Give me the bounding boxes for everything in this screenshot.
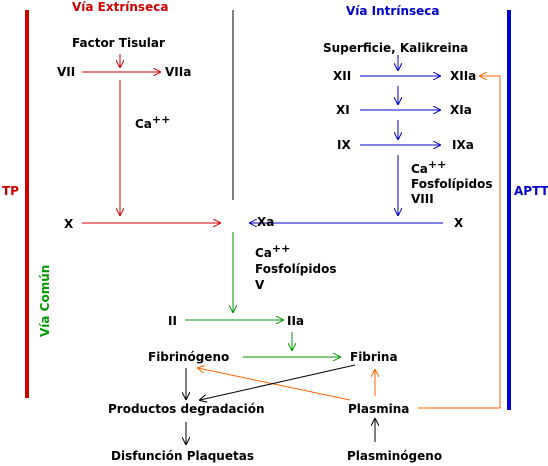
factor-vii-label: VII bbox=[57, 65, 76, 79]
common-pathway-title: Vía Común bbox=[38, 264, 52, 337]
calcium-common-label: Ca++ bbox=[255, 242, 291, 260]
prothrombin-ii-label: II bbox=[168, 314, 177, 328]
factor-v-label: V bbox=[255, 278, 265, 292]
factor-x-extrinsic-label: X bbox=[64, 217, 74, 231]
fibrin-to-degradation-arrow bbox=[200, 364, 356, 400]
plasmin-feedback-arrow bbox=[418, 76, 501, 409]
factor-x-intrinsic-label: X bbox=[454, 216, 464, 230]
plasmin-to-fibrinogen-arrow bbox=[198, 368, 351, 401]
extrinsic-pathway-title: Vía Extrínseca bbox=[72, 0, 169, 14]
phospholipids-common-label: Fosfolípidos bbox=[255, 262, 337, 276]
degradation-products-label: Productos degradación bbox=[108, 402, 265, 416]
factor-xi-label: XI bbox=[336, 103, 350, 117]
platelet-dysfunction-label: Disfunción Plaquetas bbox=[111, 449, 254, 463]
plasmin-label: Plasmina bbox=[348, 402, 410, 416]
tp-label: TP bbox=[2, 184, 19, 198]
factor-viia-label: VIIa bbox=[165, 65, 192, 79]
calcium-intrinsic-label: Ca++ bbox=[411, 158, 447, 176]
aptt-label: APTT bbox=[514, 184, 548, 198]
thrombin-iia-label: IIa bbox=[287, 314, 305, 328]
factor-xiia-label: XIIa bbox=[450, 69, 477, 83]
factor-ix-label: IX bbox=[337, 138, 351, 152]
intrinsic-pathway-title: Vía Intrínseca bbox=[346, 4, 440, 18]
factor-viii-label: VIII bbox=[411, 192, 434, 206]
factor-xia-label: XIa bbox=[450, 103, 472, 117]
surface-kallikrein-label: Superficie, Kalikreina bbox=[323, 41, 469, 55]
tissue-factor-label: Factor Tisular bbox=[72, 36, 165, 50]
factor-ixa-label: IXa bbox=[452, 138, 474, 152]
factor-xa-label: Xa bbox=[257, 215, 275, 229]
fibrinogen-label: Fibrinógeno bbox=[148, 350, 230, 364]
phospholipids-intrinsic-label: Fosfolípidos bbox=[411, 177, 493, 191]
calcium-extrinsic-label: Ca++ bbox=[135, 113, 171, 131]
fibrin-label: Fibrina bbox=[350, 350, 398, 364]
plasminogen-label: Plasminógeno bbox=[347, 449, 443, 463]
factor-xii-label: XII bbox=[333, 69, 352, 83]
